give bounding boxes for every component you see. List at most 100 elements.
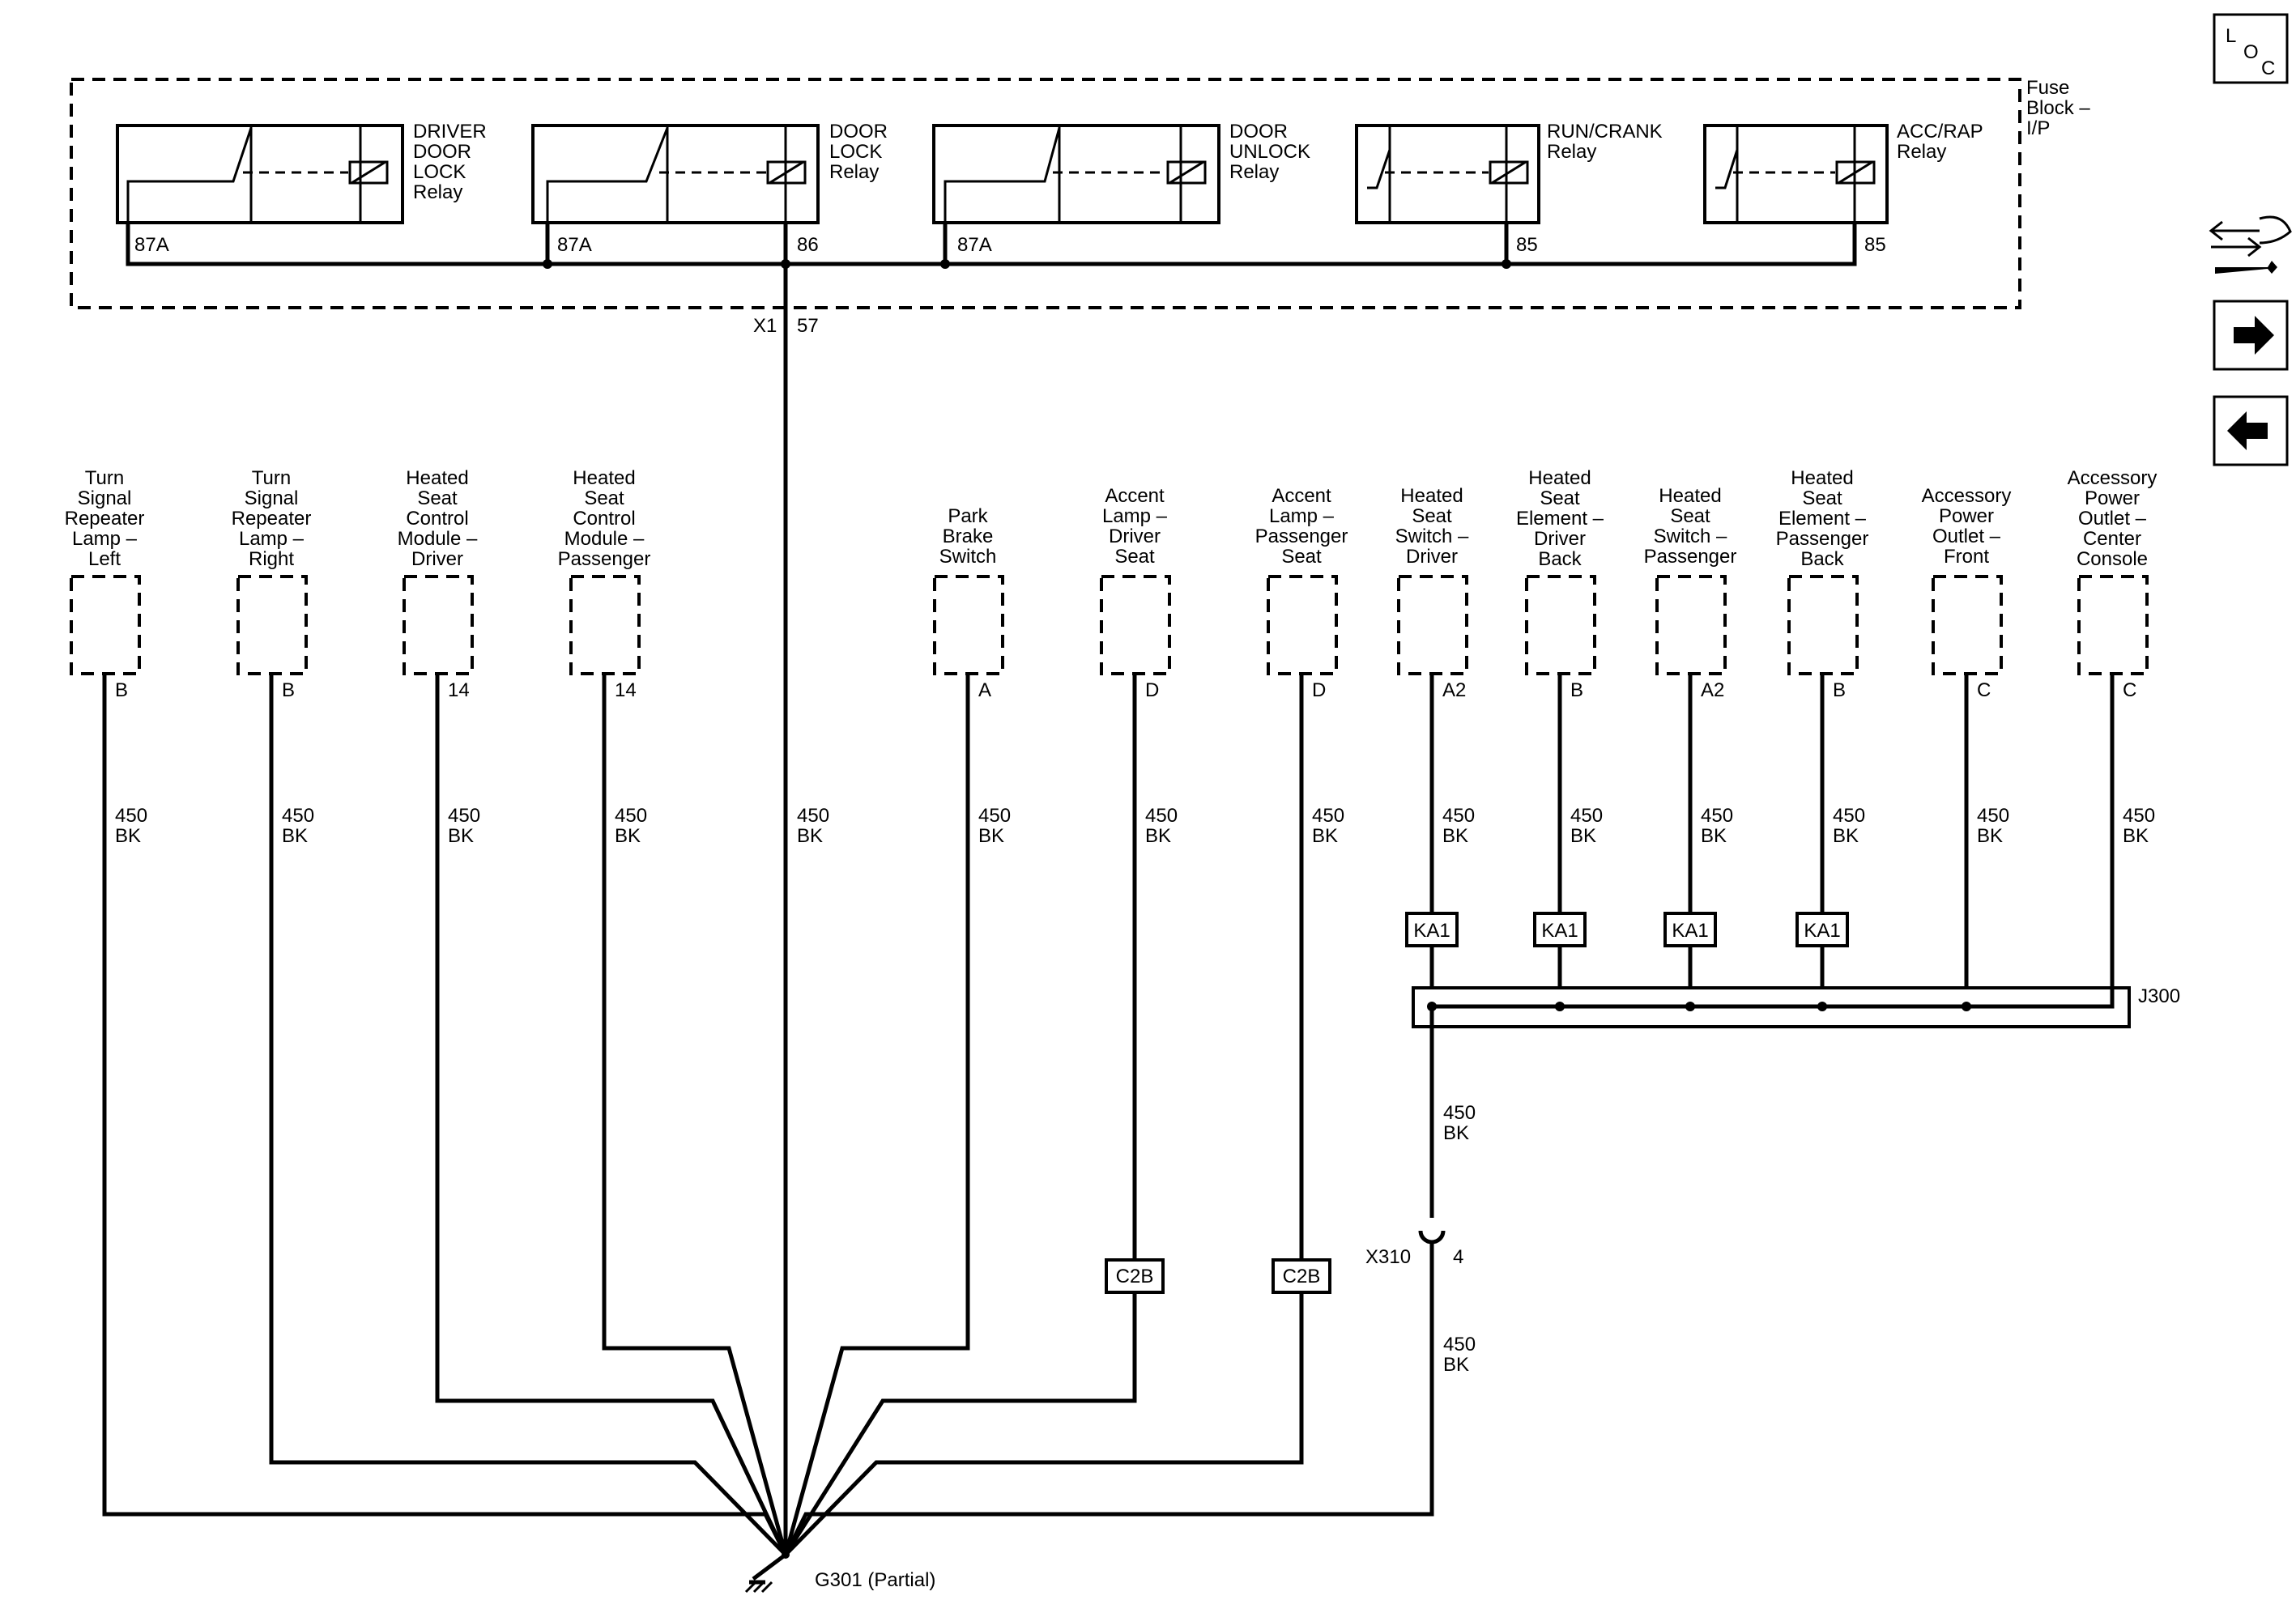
svg-text:450: 450 — [1312, 805, 1344, 827]
wiring-tool-icon[interactable] — [2209, 215, 2292, 274]
svg-text:KA1: KA1 — [1804, 920, 1840, 942]
svg-text:Back: Back — [1800, 548, 1844, 570]
svg-text:Seat: Seat — [584, 487, 624, 509]
wire-park-brake — [783, 674, 970, 1555]
svg-text:Relay: Relay — [1897, 141, 1946, 163]
relay-door-unlock: DOOR UNLOCK Relay 87A — [932, 121, 1310, 256]
svg-text:Heated: Heated — [1400, 485, 1463, 507]
relay-driver-door-lock: DRIVER DOOR LOCK Relay 87A — [116, 121, 487, 256]
svg-text:450: 450 — [1833, 805, 1865, 827]
component-heated-seat-switch-passenger: Heated Seat Switch – Passenger A2 450 BK… — [1644, 485, 1736, 947]
svg-text:Outlet –: Outlet – — [1932, 526, 2001, 547]
component-park-brake-switch: Park Brake Switch A 450 BK — [933, 505, 1011, 847]
svg-text:KA1: KA1 — [1541, 920, 1578, 942]
svg-text:LOCK: LOCK — [829, 141, 882, 163]
component-accessory-outlet-front: Accessory Power Outlet – Front C 450 BK — [1922, 485, 2012, 847]
svg-text:BK: BK — [797, 825, 823, 847]
fuse-block-label: Fuse Block – I/P — [2026, 77, 2090, 139]
svg-text:LOCK: LOCK — [413, 161, 466, 183]
svg-text:Heated: Heated — [1528, 467, 1591, 489]
svg-text:Element –: Element – — [1516, 508, 1604, 530]
svg-text:14: 14 — [448, 679, 470, 701]
svg-text:450: 450 — [615, 805, 647, 827]
bus-junction — [1502, 259, 1511, 269]
wire-hscm-driver — [435, 674, 788, 1556]
wire-turn-signal-right — [269, 674, 787, 1556]
svg-text:Heated: Heated — [406, 467, 468, 489]
svg-text:ACC/RAP: ACC/RAP — [1897, 121, 1983, 143]
svg-text:Control: Control — [406, 508, 468, 530]
relay-run-crank: RUN/CRANK Relay 85 — [1355, 121, 1663, 256]
svg-text:450: 450 — [978, 805, 1011, 827]
arrow-left-icon[interactable] — [2213, 395, 2289, 466]
ground-wire-label: 450 BK — [1443, 1334, 1476, 1376]
svg-text:450: 450 — [1442, 805, 1475, 827]
arrow-right-icon[interactable] — [2213, 300, 2289, 371]
svg-text:BK: BK — [2123, 825, 2149, 847]
svg-text:Front: Front — [1944, 546, 1989, 568]
svg-text:Seat: Seat — [1412, 505, 1452, 527]
component-accent-lamp-driver: Accent Lamp – Driver Seat D 450 BK — [1100, 485, 1178, 847]
component-hscm-passenger: Heated Seat Control Module – Passenger 1… — [558, 467, 651, 847]
svg-text:450: 450 — [448, 805, 480, 827]
svg-text:Module –: Module – — [398, 528, 478, 550]
inline-connector-x310: X310 4 — [1365, 1230, 1463, 1268]
svg-text:85: 85 — [1516, 234, 1538, 256]
component-turn-signal-left: Turn Signal Repeater Lamp – Left B 450 B… — [65, 467, 147, 847]
svg-text:Park: Park — [948, 505, 988, 527]
svg-text:Driver: Driver — [1406, 546, 1458, 568]
wire-accent-lamp-driver — [783, 674, 1137, 1556]
svg-text:Outlet –: Outlet – — [2078, 508, 2147, 530]
svg-text:BK: BK — [1312, 825, 1338, 847]
svg-text:Switch –: Switch – — [1654, 526, 1727, 547]
svg-text:450: 450 — [1145, 805, 1178, 827]
svg-text:BK: BK — [615, 825, 641, 847]
bus-junction — [940, 259, 950, 269]
svg-text:450: 450 — [797, 805, 829, 827]
svg-text:450: 450 — [2123, 805, 2155, 827]
svg-text:D: D — [1145, 679, 1159, 701]
wire-accent-lamp-passenger — [784, 674, 1304, 1556]
svg-text:J300: J300 — [2138, 985, 2180, 1007]
svg-text:87A: 87A — [557, 234, 592, 256]
svg-text:Fuse: Fuse — [2026, 77, 2069, 99]
svg-text:BK: BK — [282, 825, 308, 847]
splice-out-wire-label: 450 BK — [1443, 1102, 1476, 1144]
svg-text:Lamp –: Lamp – — [239, 528, 305, 550]
connector-tag-c2b-passenger: C2B — [1272, 1258, 1331, 1294]
wire-turn-signal-left — [102, 674, 788, 1556]
svg-text:Heated: Heated — [1659, 485, 1721, 507]
svg-text:Accent: Accent — [1105, 485, 1165, 507]
svg-text:Relay: Relay — [829, 161, 879, 183]
svg-text:BK: BK — [1701, 825, 1727, 847]
svg-text:85: 85 — [1864, 234, 1886, 256]
svg-text:D: D — [1312, 679, 1326, 701]
bus-junction — [543, 259, 552, 269]
svg-text:BK: BK — [1443, 1354, 1469, 1376]
svg-text:87A: 87A — [957, 234, 992, 256]
svg-text:Power: Power — [1939, 505, 1994, 527]
svg-text:A: A — [978, 679, 991, 701]
fuse-connector-name: X1 — [753, 315, 777, 337]
svg-text:4: 4 — [1453, 1246, 1463, 1268]
svg-text:Signal: Signal — [78, 487, 132, 509]
svg-text:Passenger: Passenger — [1776, 528, 1869, 550]
svg-text:DOOR: DOOR — [1229, 121, 1288, 143]
svg-text:O: O — [2243, 41, 2259, 63]
svg-text:BK: BK — [1570, 825, 1596, 847]
relay-door-lock: DOOR LOCK Relay 87A 86 — [531, 121, 888, 256]
svg-text:Turn: Turn — [85, 467, 124, 489]
svg-text:Turn: Turn — [252, 467, 291, 489]
svg-text:Switch –: Switch – — [1395, 526, 1469, 547]
svg-text:Repeater: Repeater — [65, 508, 145, 530]
svg-text:86: 86 — [797, 234, 819, 256]
svg-text:X310: X310 — [1365, 1246, 1411, 1268]
ground-g301: G301 (Partial) — [744, 1551, 935, 1594]
loc-icon[interactable]: L O C — [2213, 13, 2289, 84]
svg-text:Module –: Module – — [564, 528, 645, 550]
svg-text:Back: Back — [1538, 548, 1582, 570]
svg-text:87A: 87A — [134, 234, 169, 256]
svg-text:BK: BK — [115, 825, 141, 847]
wire-hscm-passenger — [602, 674, 788, 1555]
svg-text:DOOR: DOOR — [413, 141, 471, 163]
